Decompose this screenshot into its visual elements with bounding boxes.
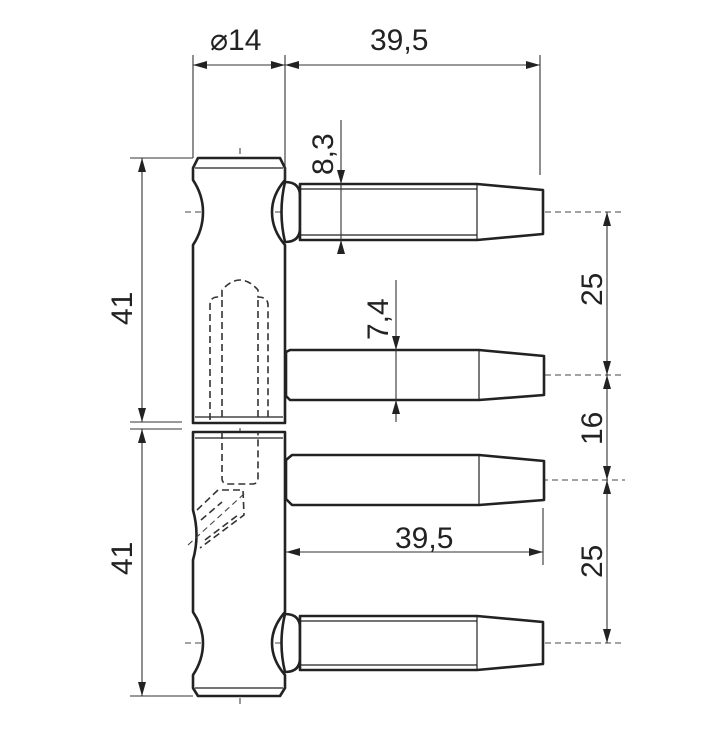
dim-pin-diameter-small: 7,4 [362,280,400,422]
dim-barrel-diameter: ⌀14 [192,24,286,180]
dim-pin-length-top: 39,5 [285,24,541,175]
dim-label-lower-height: 41 [106,542,139,575]
pin-4 [280,612,545,674]
lower-barrel [187,430,287,698]
dim-label-pin-length-top: 39,5 [370,24,428,57]
dim-spacing: 25 16 25 [576,212,611,643]
dim-label-upper-height: 41 [106,292,139,325]
dim-label-spacing-middle: 16 [576,412,609,445]
dim-label-spacing-top: 25 [576,273,609,306]
dim-label-diameter: ⌀14 [210,24,261,57]
dim-upper-height: 41 [106,157,193,423]
upper-barrel [191,156,287,425]
pin-1 [280,180,545,244]
dim-label-7-4: 7,4 [362,298,395,340]
pin-3 [284,453,546,507]
dim-lower-height: 41 [106,428,193,697]
pin-2 [284,348,546,402]
dim-pin-length-lower: 39,5 [286,508,544,565]
dim-label-spacing-bottom: 25 [576,545,609,578]
dim-label-8-3: 8,3 [307,133,340,175]
dim-pin-diameter-large: 8,3 [307,120,345,254]
dim-label-pin-length-lower: 39,5 [395,522,453,555]
